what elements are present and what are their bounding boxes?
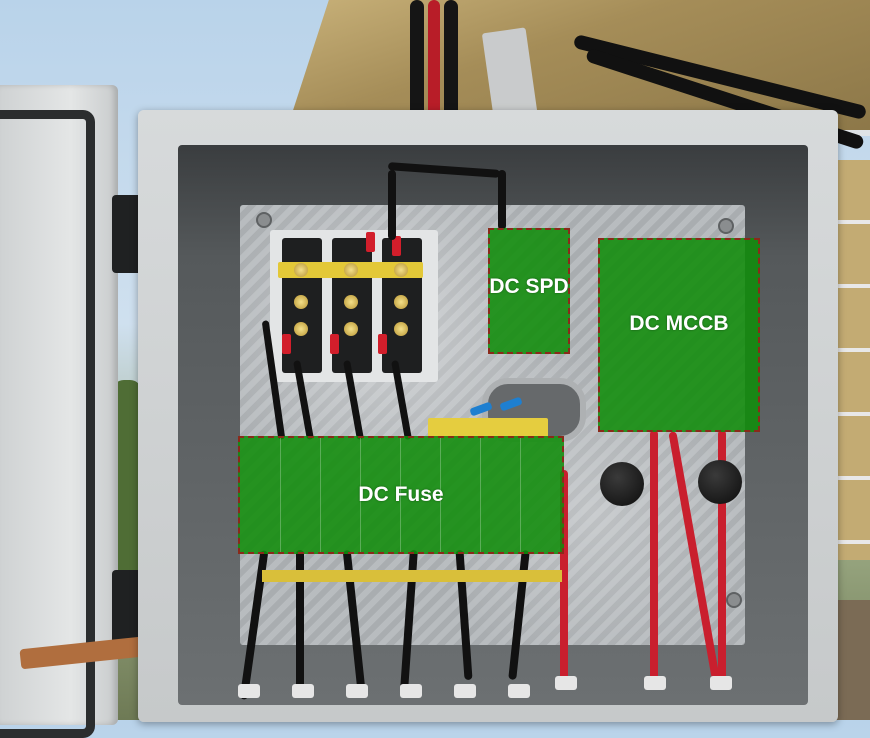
dc-fuse-overlay: DC Fuse xyxy=(238,436,564,554)
fuse-divider xyxy=(400,438,401,552)
black-wire xyxy=(498,170,506,230)
terminal-screw xyxy=(344,295,358,309)
terminal-screw xyxy=(294,295,308,309)
incoming-cable-black xyxy=(444,0,458,120)
red-ferrule xyxy=(330,334,339,354)
screw xyxy=(256,212,272,228)
cable-gland xyxy=(346,684,368,698)
dc-fuse-label: DC Fuse xyxy=(358,483,444,506)
fuse-divider xyxy=(480,438,481,552)
cable-gland xyxy=(238,684,260,698)
black-cap xyxy=(600,462,644,506)
red-ferrule xyxy=(282,334,291,354)
dc-spd-overlay: DC SPD xyxy=(488,228,570,354)
yellow-busbar xyxy=(262,570,562,582)
cable-gland xyxy=(454,684,476,698)
cable-gland xyxy=(644,676,666,690)
red-wire xyxy=(718,430,726,680)
screw xyxy=(726,592,742,608)
cable-gland xyxy=(710,676,732,690)
enclosure-door[interactable] xyxy=(0,85,118,725)
red-ferrule xyxy=(392,236,401,256)
terminal-screw xyxy=(394,322,408,336)
incoming-cable-black xyxy=(410,0,424,120)
red-wire xyxy=(560,470,568,680)
screw xyxy=(718,218,734,234)
fuse-divider xyxy=(360,438,361,552)
red-wire xyxy=(650,430,658,680)
terminal-screw xyxy=(394,295,408,309)
terminal-screw xyxy=(294,263,308,277)
cable-gland xyxy=(292,684,314,698)
fuse-divider xyxy=(320,438,321,552)
black-wire xyxy=(388,170,396,240)
cable-gland xyxy=(555,676,577,690)
terminal-screw xyxy=(344,263,358,277)
red-ferrule xyxy=(378,334,387,354)
door-hinge xyxy=(112,570,142,648)
incoming-cable-red xyxy=(428,0,440,120)
black-cap xyxy=(698,460,742,504)
dc-mccb-overlay: DC MCCB xyxy=(598,238,760,432)
cable-gland xyxy=(508,684,530,698)
black-wire xyxy=(296,550,304,695)
terminal-screw xyxy=(394,263,408,277)
red-ferrule xyxy=(366,232,375,252)
dc-mccb-label: DC MCCB xyxy=(629,312,729,335)
fuse-divider xyxy=(520,438,521,552)
fuse-divider xyxy=(280,438,281,552)
cable-gland xyxy=(400,684,422,698)
fuse-divider xyxy=(440,438,441,552)
earth-bar xyxy=(428,418,548,438)
terminal-screw xyxy=(344,322,358,336)
terminal-screw xyxy=(294,322,308,336)
door-hinge xyxy=(112,195,142,273)
dc-spd-label: DC SPD xyxy=(489,275,569,298)
